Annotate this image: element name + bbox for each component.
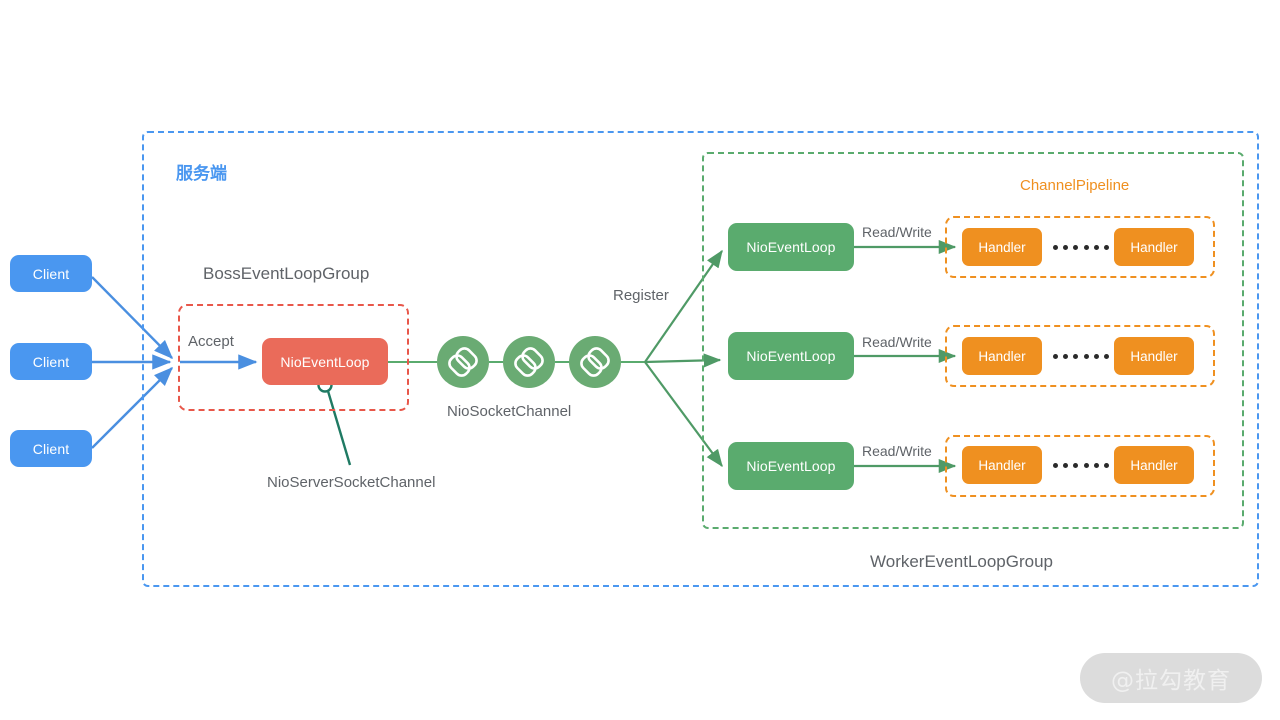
worker-nio-event-loop-3[interactable]: NioEventLoop (728, 442, 854, 490)
chain-link-icon (503, 336, 555, 388)
boss-event-loop-group-container (178, 304, 409, 411)
read-write-label-3: Read/Write (862, 443, 932, 459)
client-node-2[interactable]: Client (10, 343, 92, 380)
boss-group-label: BossEventLoopGroup (203, 264, 370, 283)
watermark: @拉勾教育 (1080, 653, 1262, 703)
register-label: Register (613, 287, 669, 304)
worker-nio-event-loop-1[interactable]: NioEventLoop (728, 223, 854, 271)
handler-node-2-last[interactable]: Handler (1114, 337, 1194, 375)
server-label: 服务端 (176, 164, 227, 184)
handler-ellipsis-2 (1053, 351, 1109, 361)
read-write-label-2: Read/Write (862, 334, 932, 350)
channel-pipeline-container-1 (945, 216, 1215, 278)
worker-nio-event-loop-2[interactable]: NioEventLoop (728, 332, 854, 380)
nio-server-socket-channel-label: NioServerSocketChannel (267, 474, 436, 491)
handler-node-3-first[interactable]: Handler (962, 446, 1042, 484)
chain-link-icon (569, 336, 621, 388)
handler-ellipsis-3 (1053, 460, 1109, 470)
client-node-3[interactable]: Client (10, 430, 92, 467)
handler-node-2-first[interactable]: Handler (962, 337, 1042, 375)
nio-socket-channel-label: NioSocketChannel (447, 403, 572, 420)
server-container (142, 131, 1259, 587)
worker-event-loop-group-container (702, 152, 1244, 529)
handler-node-1-first[interactable]: Handler (962, 228, 1042, 266)
read-write-label-1: Read/Write (862, 224, 932, 240)
channel-pipeline-container-3 (945, 435, 1215, 497)
handler-ellipsis-1 (1053, 242, 1109, 252)
handler-node-1-last[interactable]: Handler (1114, 228, 1194, 266)
client-node-1[interactable]: Client (10, 255, 92, 292)
channel-pipeline-container-2 (945, 325, 1215, 387)
accept-label: Accept (188, 333, 234, 350)
channel-pipeline-label: ChannelPipeline (1020, 177, 1130, 194)
worker-group-label: WorkerEventLoopGroup (870, 552, 1054, 571)
handler-node-3-last[interactable]: Handler (1114, 446, 1194, 484)
boss-nio-event-loop[interactable]: NioEventLoop (262, 338, 388, 385)
chain-link-icon (437, 336, 489, 388)
